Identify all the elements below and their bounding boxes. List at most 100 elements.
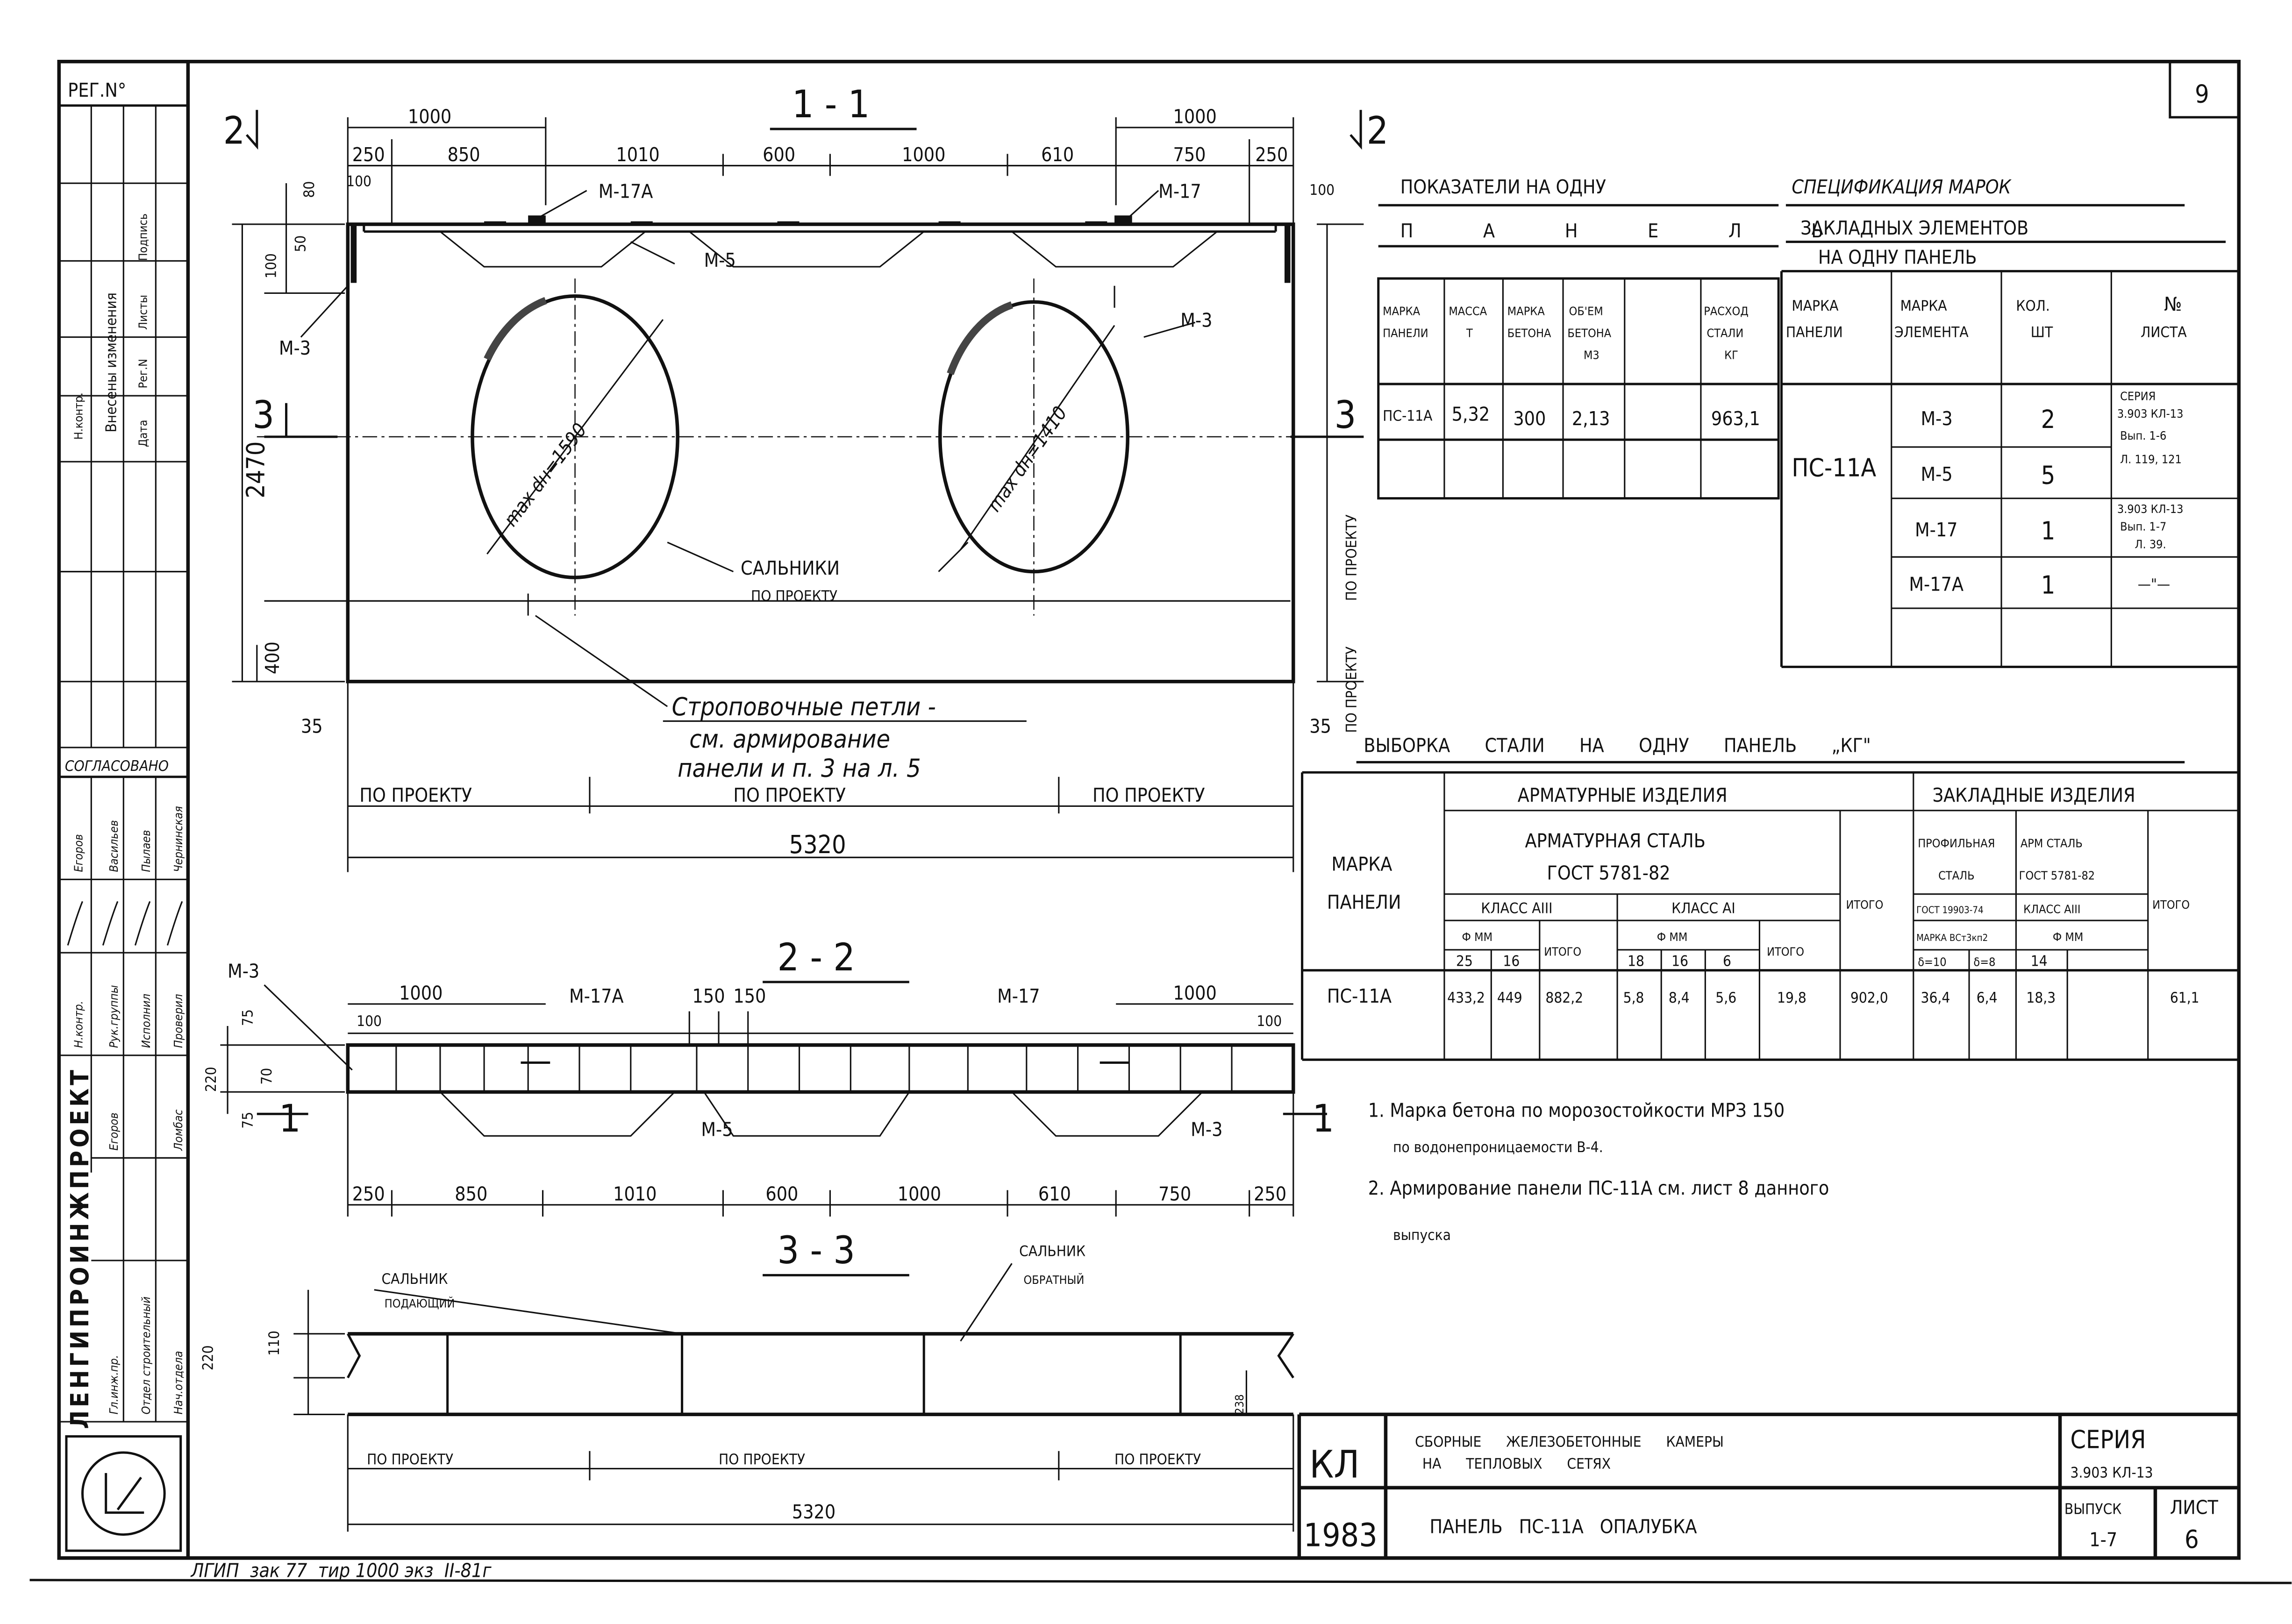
side-by-project-1: ПО ПРОЕКТУ [1343,514,1360,601]
role-department: Отдел строительный [139,1296,153,1414]
spec-title-3: НА ОДНУ ПАНЕЛЬ [1818,246,1977,269]
ind-h-volume-2: БЕТОНА [1567,327,1611,340]
dim-edge-right: 35 [1309,715,1331,738]
steel-title: ВЫБОРКА СТАЛИ НА ОДНУ ПАНЕЛЬ „КГ" [1364,734,1871,756]
label-m3-left: М-3 [279,337,311,359]
section-1-title: 1 - 1 [792,82,870,127]
s2-height-70: 70 [258,1068,275,1085]
steel-row-a1-6: 5,6 [1715,990,1736,1006]
cut-mark-2-right: 2 [1367,108,1389,153]
title-name-2: НА ТЕПЛОВЫХ СЕТЯХ [1422,1455,1611,1472]
steel-row-a1-16: 8,4 [1669,990,1690,1006]
steel-h-embedded-products: ЗАКЛАДНЫЕ ИЗДЕЛИЯ [1933,784,2135,806]
s3-total-length: 5320 [792,1501,835,1523]
corner-number-box: 9 [2169,61,2239,119]
s2-label-m3-left: М-3 [228,960,259,983]
ind-h-steel-2: СТАЛИ [1707,327,1743,340]
label-m5: М-5 [704,249,736,271]
s2-dim-bottom-6: 610 [1038,1182,1071,1205]
s2-dim-bottom-1: 250 [352,1182,385,1205]
ind-h-panel-1: МАРКА [1383,304,1421,318]
steel-dia-14: 14 [2031,953,2048,969]
steel-row-panel: ПС-11А [1327,985,1392,1007]
title-year: 1983 [1304,1517,1378,1554]
label-m17a: М-17А [599,180,653,203]
title-issue: 1-7 [2089,1529,2117,1551]
insert-m5-profile [439,231,1218,268]
steel-h-total-a1: ИТОГО [1767,945,1804,958]
role-chief-engineer: Гл.инж.пр. [107,1355,121,1414]
spec-h-sheet-1: № [2164,293,2182,315]
steel-h-rebar-products: АРМАТУРНЫЕ ИЗДЕЛИЯ [1518,784,1728,806]
note-2-line-1: 2. Армирование панели ПС-11А см. лист 8 … [1368,1177,1829,1199]
agreed-label: СОГЛАСОВАНО [65,758,169,775]
dim-top-5: 1000 [902,143,945,166]
gland-return-1: САЛЬНИК [1019,1243,1085,1260]
steel-row-rebar-total: 902,0 [1850,990,1888,1006]
cut-mark-3-right: 3 [1335,393,1357,437]
dim-small-50: 50 [292,235,309,252]
steel-dia-18: 18 [1628,953,1644,969]
s2-dim-150-a: 150 [693,985,725,1007]
agreed-name-3: Пылаев [139,830,153,872]
dim-top-8: 250 [1255,143,1288,166]
section-2-2: 2 - 2 1000 100 150 150 1000 100 М-17А М-… [203,935,1334,1217]
title-code: КЛ [1309,1442,1359,1487]
section-1-1: 1 - 1 2 2 3 3 1000 1000 250 850 1010 600… [223,82,1389,872]
spec-h-elem-1: МАРКА [1900,298,1948,314]
spec-qty-3: 1 [2041,516,2056,545]
s2-dim-bottom-8: 250 [1254,1182,1286,1205]
organization-logo [65,1435,182,1552]
signatures [67,901,183,946]
steel-h-panel-1: МАРКА [1331,853,1392,875]
cut-mark-2-left: 2 [223,108,245,153]
section-2-title: 2 - 2 [777,935,855,980]
steel-row-a1-total: 19,8 [1777,990,1806,1006]
dim-outer-right: 1000 [1173,106,1217,128]
dim-height-2470: 2470 [241,442,270,499]
gland-return-2: ОБРАТНЫЙ [1024,1273,1085,1287]
section-3-3: 3 - 3 САЛЬНИК ПОДАЮЩИЙ САЛЬНИК ОБРАТНЫЙ … [200,1228,1294,1532]
role-checked: Проверил [171,994,185,1048]
title-sheet-title: ПАНЕЛЬ ПС-11А ОПАЛУБКА [1430,1515,1697,1538]
ind-panel: ПС-11А [1383,407,1433,424]
spec-h-panel-1: МАРКА [1792,298,1839,314]
ind-h-mass-1: МАССА [1449,304,1487,318]
steel-row-arm-14: 18,3 [2026,990,2056,1006]
spec-title-1: СПЕЦИФИКАЦИЯ МАРОК [1792,176,2012,198]
dim-small-80: 80 [301,181,318,198]
footer-print-info: ЛГИП зак 77 тир 1000 экз II-81г [190,1560,492,1582]
steel-h-arm-1: АРМ СТАЛЬ [2021,836,2083,850]
indicators-table: ПОКАЗАТЕЛИ НА ОДНУ П А Н Е Л Ь МАРКА ПАН… [1377,176,1823,500]
note-1-line-2: по водонепроницаемости В-4. [1393,1139,1603,1156]
note-1-line-1: 1. Марка бетона по морозостойкости МРЗ 1… [1368,1099,1785,1122]
steel-h-total-a3: ИТОГО [1544,945,1581,958]
s3-bottom-seg-1: ПО ПРОЕКТУ [367,1451,453,1468]
spec-ref2-2: Вып. 1-7 [2120,520,2166,534]
agreed-name-2: Васильев [107,820,121,872]
s2-height-75-bottom: 75 [239,1112,256,1129]
spec-elem-2: М-5 [1921,463,1953,485]
dim-top-4: 600 [763,143,795,166]
s3-bottom-seg-3: ПО ПРОЕКТУ [1114,1451,1201,1468]
title-name-1: СБОРНЫЕ ЖЕЛЕЗОБЕТОННЫЕ КАМЕРЫ [1415,1433,1724,1450]
spec-qty-2: 5 [2041,460,2056,490]
corner-number: 9 [2195,79,2209,109]
revision-title: Внесены изменения [103,292,120,432]
title-block: КЛ 1983 СБОРНЫЕ ЖЕЛЕЗОБЕТОННЫЕ КАМЕРЫ НА… [1297,1412,2239,1558]
s2-dim-100-left: 100 [357,1013,382,1030]
s2-label-m5: М-5 [701,1118,733,1140]
name-egorov: Егоров [107,1112,121,1150]
steel-h-total-embedded: ИТОГО [2152,898,2190,912]
s3-height-238: 238 [1233,1394,1246,1414]
spec-elem-1: М-3 [1921,407,1953,430]
dim-small-100-left: 100 [346,173,371,190]
dim-bottom-400: 400 [261,641,284,674]
dim-small-100-right: 100 [1309,182,1335,199]
revision-reg: Рег.N [136,359,150,388]
steel-h-profile-4: МАРКА ВСт3кп2 [1916,932,1988,943]
steel-h-profile-1: ПРОФИЛЬНАЯ [1918,836,1995,850]
steel-dia-6: 6 [1723,953,1731,969]
steel-thick-8: δ=8 [1973,955,1995,969]
role-department-head: Нач.отдела [171,1351,185,1414]
